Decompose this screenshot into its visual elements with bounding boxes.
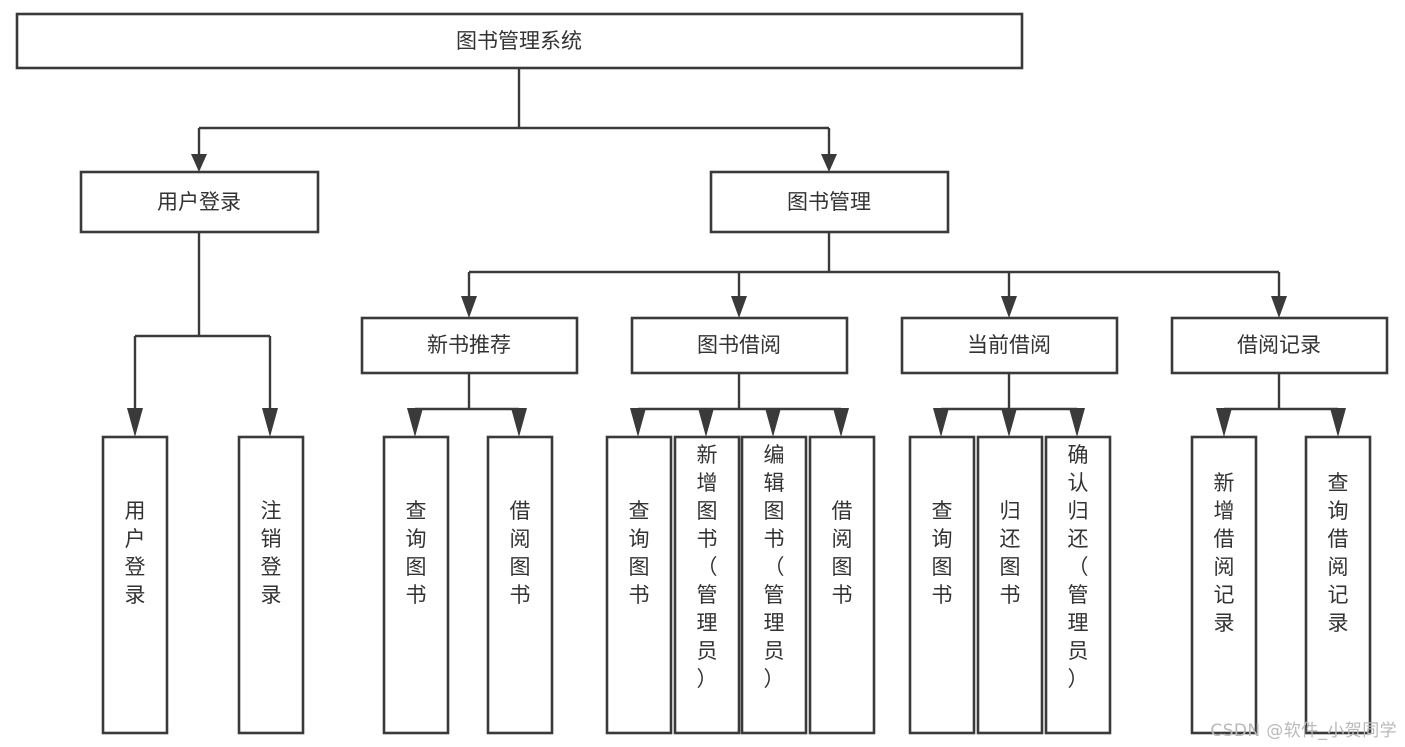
arrow-to-leaf-borrow-book-2 [833, 408, 849, 437]
current-borrow-label: 当前借阅 [967, 333, 1051, 357]
arrow-to-leaf-logout-login [262, 408, 278, 437]
node-root[interactable]: 图书管理系统 [15, 12, 1024, 70]
leaf-query-book-2-box [605, 435, 673, 735]
leaf-query-book-3-label: 查询图书 [932, 499, 953, 607]
leaf-confirm-return-box [1044, 435, 1112, 735]
leaf-query-book-1-label: 查询图书 [406, 499, 427, 607]
leaf-add-book-box [673, 435, 741, 735]
leaf-edit-book-box [740, 435, 808, 735]
book-borrow-box [630, 316, 849, 375]
book-manage-label: 图书管理 [787, 190, 871, 214]
leaf-logout-login-label: 注销登录 [261, 499, 282, 607]
leaf-add-book[interactable]: 新增图书（管理员） [673, 435, 741, 735]
leaf-return-book-label: 归还图书 [1000, 499, 1021, 607]
arrow-to-leaf-query-book-1 [407, 408, 423, 437]
current-borrow-box [900, 316, 1119, 375]
leaf-query-book-1[interactable]: 查询图书 [382, 435, 450, 735]
leaf-user-login[interactable]: 用户登录 [101, 435, 169, 735]
arrow-to-leaf-return-book [1001, 408, 1017, 437]
leaf-query-book-3-box [908, 435, 976, 735]
leaf-query-book-2-label: 查询图书 [629, 499, 650, 607]
arrow-to-leaf-edit-book [765, 408, 781, 437]
new-book-recommend-label: 新书推荐 [427, 333, 511, 357]
arrow-to-leaf-add-book [698, 408, 714, 437]
book-manage-box [709, 170, 950, 234]
leaf-borrow-book-2-box [808, 435, 876, 735]
node-user-login[interactable]: 用户登录 [79, 170, 320, 234]
node-book-borrow[interactable]: 图书借阅 [630, 316, 849, 375]
leaf-query-book-1-box [382, 435, 450, 735]
user-login-label: 用户登录 [157, 190, 241, 214]
node-current-borrow[interactable]: 当前借阅 [900, 316, 1119, 375]
arrow-to-leaf-add-record [1216, 408, 1232, 437]
arrow-to-leaf-query-book-2 [630, 408, 646, 437]
leaf-logout-login-box [237, 435, 305, 735]
leaf-query-record-box [1304, 435, 1372, 735]
borrow-record-box [1170, 316, 1389, 375]
leaf-borrow-book-1[interactable]: 借阅图书 [486, 435, 554, 735]
leaf-borrow-book-2-label: 借阅图书 [832, 499, 853, 607]
edges-layer [127, 68, 1346, 437]
book-borrow-label: 图书借阅 [697, 333, 781, 357]
new-book-recommend-box [360, 316, 579, 375]
leaf-borrow-book-2[interactable]: 借阅图书 [808, 435, 876, 735]
arrow-to-current-borrow [1001, 296, 1017, 318]
leaf-query-book-3[interactable]: 查询图书 [908, 435, 976, 735]
leaf-logout-login[interactable]: 注销登录 [237, 435, 305, 735]
arrow-to-borrow-record [1271, 296, 1287, 318]
leaf-confirm-return-label: 确认归还（管理员） [1068, 443, 1089, 691]
root-label: 图书管理系统 [456, 29, 582, 53]
leaf-confirm-return[interactable]: 确认归还（管理员） [1044, 435, 1112, 735]
borrow-record-label: 借阅记录 [1237, 333, 1321, 357]
leaf-query-record[interactable]: 查询借阅记录 [1304, 435, 1372, 735]
leaf-query-book-2[interactable]: 查询图书 [605, 435, 673, 735]
leaf-borrow-book-1-label: 借阅图书 [510, 499, 531, 607]
root-box [15, 12, 1024, 70]
node-borrow-record[interactable]: 借阅记录 [1170, 316, 1389, 375]
arrow-to-leaf-user-login [127, 408, 143, 437]
node-new-book-recommend[interactable]: 新书推荐 [360, 316, 579, 375]
leaf-add-record-box [1190, 435, 1258, 735]
leaf-add-book-label: 新增图书（管理员） [697, 443, 718, 691]
arrow-to-leaf-borrow-book-1 [511, 408, 527, 437]
leaf-borrow-book-1-box [486, 435, 554, 735]
leaf-query-record-label: 查询借阅记录 [1328, 471, 1349, 635]
node-book-manage[interactable]: 图书管理 [709, 170, 950, 234]
leaf-add-record[interactable]: 新增借阅记录 [1190, 435, 1258, 735]
leaf-return-book-box [976, 435, 1044, 735]
leaf-user-login-box [101, 435, 169, 735]
leaf-add-record-label: 新增借阅记录 [1214, 471, 1235, 635]
arrow-to-book-borrow [731, 296, 747, 318]
arrow-to-leaf-query-book-3 [933, 408, 949, 437]
leaf-user-login-label: 用户登录 [125, 499, 146, 607]
leaf-edit-book-label: 编辑图书（管理员） [764, 443, 785, 691]
leaf-edit-book[interactable]: 编辑图书（管理员） [740, 435, 808, 735]
arrow-to-leaf-confirm-return [1069, 408, 1085, 437]
user-login-box [79, 170, 320, 234]
arrow-root-to-book-manage [821, 154, 837, 172]
arrow-to-leaf-query-record [1330, 408, 1346, 437]
arrow-to-new-book-recommend [461, 296, 477, 318]
arrow-root-to-user-login [191, 154, 207, 172]
leaf-return-book[interactable]: 归还图书 [976, 435, 1044, 735]
